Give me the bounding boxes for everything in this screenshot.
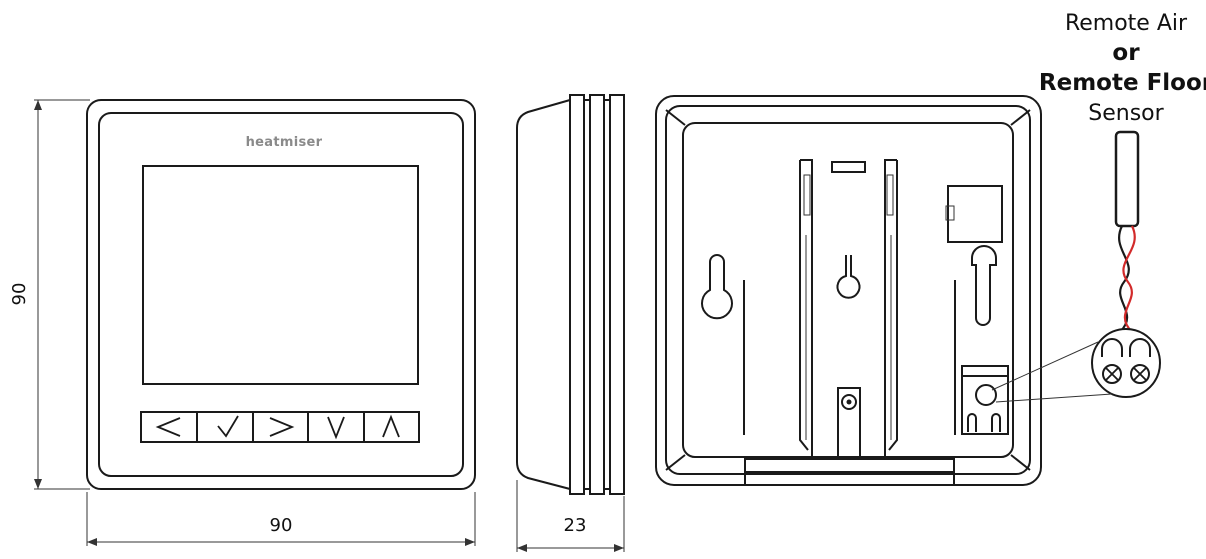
left-arrow-icon	[155, 417, 181, 437]
backplate-slot	[831, 161, 866, 173]
sensor-label-line4: Sensor	[1088, 101, 1164, 126]
back-outer-frame	[655, 95, 1042, 486]
right-arrow-icon	[269, 417, 295, 437]
terminal-block	[961, 365, 1009, 435]
front-inner-frame	[98, 112, 464, 477]
width-label: 90	[270, 515, 293, 536]
down-arrow-icon	[327, 416, 345, 440]
left-keyhole	[701, 254, 733, 320]
connector-block	[947, 185, 1003, 243]
sensor-label-line1: Remote Air	[1065, 11, 1188, 36]
leader-line-bottom	[995, 393, 1113, 403]
brand-logo: heatmiser	[246, 135, 323, 150]
up-arrow-icon	[382, 414, 400, 438]
sensor-probe	[1114, 130, 1140, 228]
width-dimension: 90	[86, 492, 476, 546]
back-view	[655, 95, 1042, 486]
right-keyhole	[971, 245, 997, 326]
remote-sensor: Remote Air or Remote Floor Sensor	[991, 11, 1206, 403]
backplate-bracket	[799, 159, 898, 459]
depth-label: 23	[564, 515, 587, 536]
screw-tab	[837, 387, 861, 459]
height-label: 90	[9, 283, 30, 306]
back-inner-panel	[682, 122, 1014, 458]
terminal-magnifier	[1091, 328, 1161, 398]
terminal-housing	[961, 365, 1009, 435]
terminal-screw-2	[1130, 364, 1150, 384]
side-fin-2	[589, 94, 605, 495]
side-body	[516, 99, 571, 490]
depth-dimension: 23	[516, 480, 625, 552]
button-row	[140, 411, 420, 443]
height-dimension: 90	[9, 99, 90, 490]
terminal-highlight	[975, 384, 997, 406]
back-mid-frame	[665, 105, 1031, 475]
front-view: heatmiser 90	[9, 99, 476, 546]
sensor-label-line2: or	[1112, 40, 1140, 66]
display-screen	[142, 165, 419, 385]
terminal-screw-1	[1102, 364, 1122, 384]
side-fin-1	[569, 94, 585, 495]
side-view: 23	[516, 94, 625, 552]
leader-line-top	[991, 341, 1099, 391]
front-outer-frame	[86, 99, 476, 490]
button-strip	[140, 411, 420, 443]
center-keyhole	[836, 255, 861, 299]
check-icon	[217, 415, 239, 438]
side-fin-3	[609, 94, 625, 495]
screw-hole	[841, 394, 857, 410]
sensor-label-line3: Remote Floor	[1039, 70, 1206, 96]
